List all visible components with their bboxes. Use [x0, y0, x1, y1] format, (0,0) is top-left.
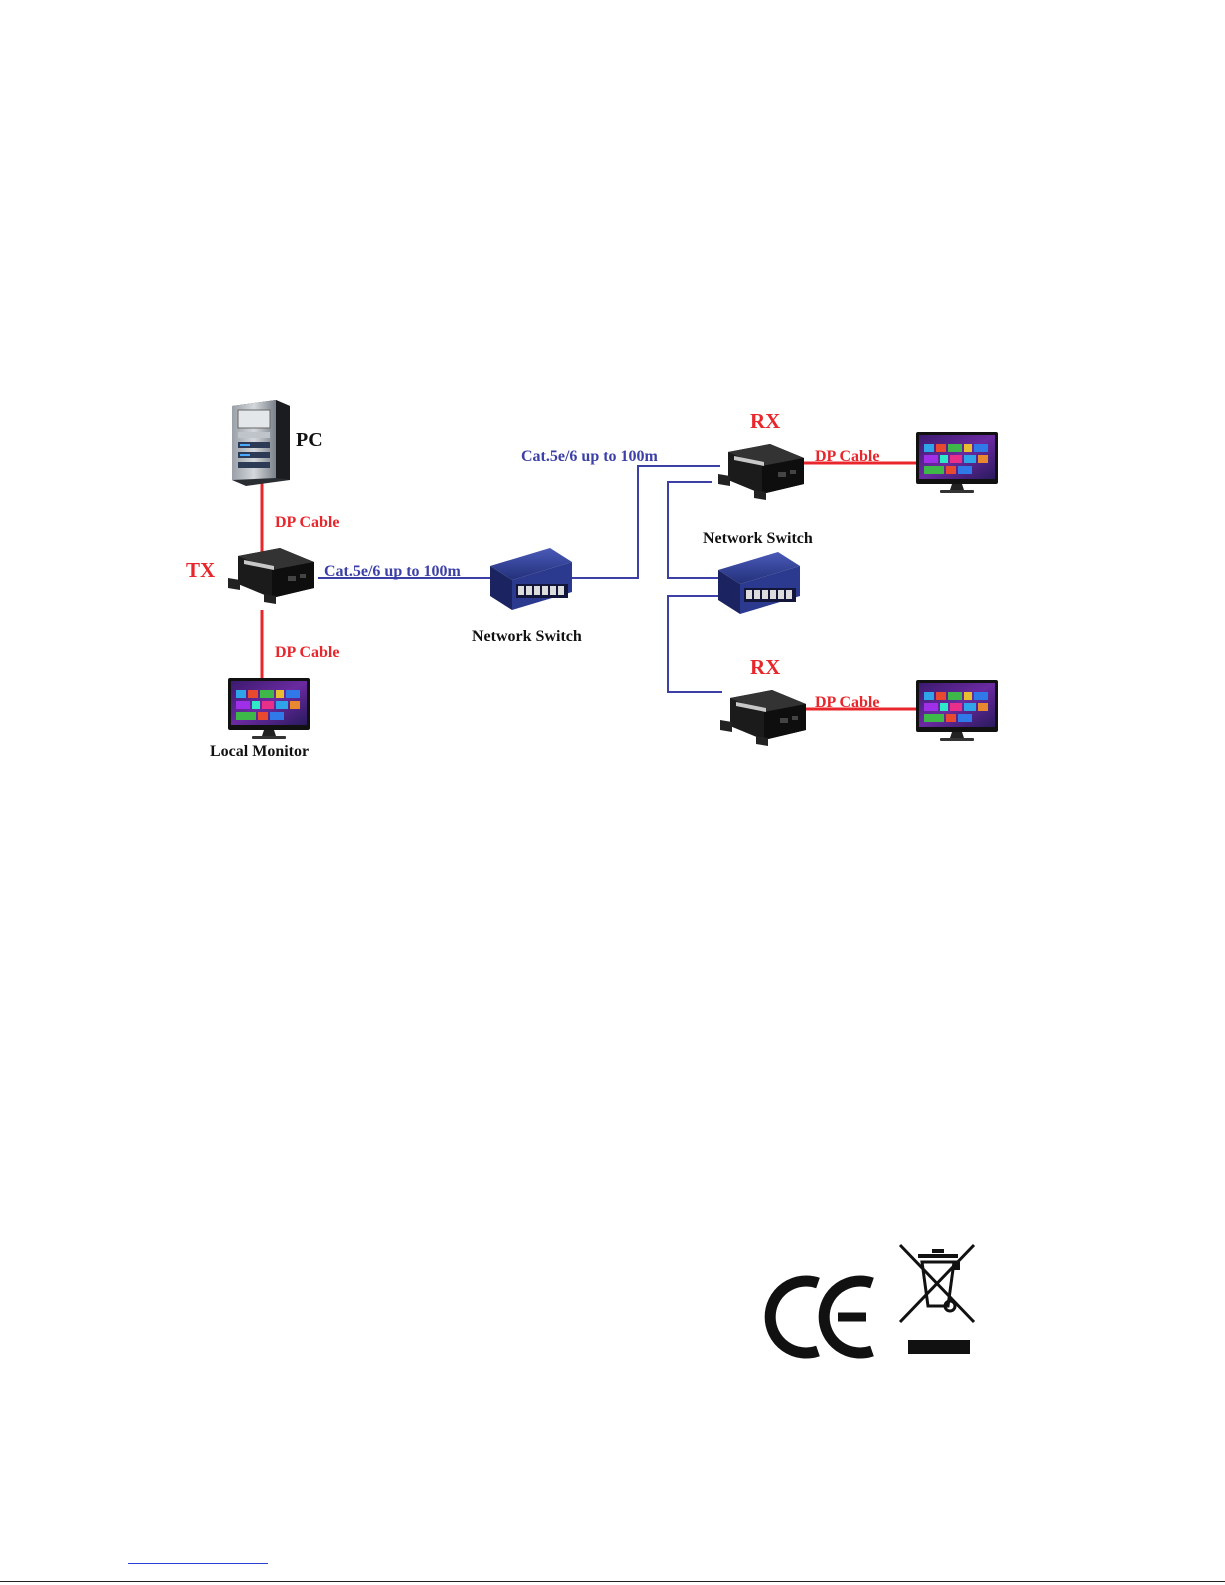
- network-switch-label-1: Network Switch: [472, 628, 582, 645]
- dp-cable-label-rx1: DP Cable: [815, 448, 879, 465]
- monitor-icon: [916, 680, 998, 741]
- monitor-icon: [228, 678, 310, 739]
- ce-mark: [770, 1281, 872, 1353]
- pc-tower-icon: [232, 400, 290, 486]
- monitor-icon: [916, 432, 998, 493]
- rx-label-top: RX: [750, 409, 780, 433]
- dp-cable-label-rx2: DP Cable: [815, 694, 879, 711]
- weee-crossed-bin-icon: [900, 1245, 974, 1354]
- footer-link-underline[interactable]: [128, 1563, 268, 1564]
- network-switch-icon: [490, 548, 572, 610]
- network-switch-label-2: Network Switch: [703, 530, 813, 547]
- tx-extender-icon: [228, 548, 314, 604]
- dp-cable-label-top: DP Cable: [275, 514, 339, 531]
- cat-cable-label-left: Cat.5e/6 up to 100m: [324, 563, 462, 580]
- cat-cable-label-right: Cat.5e/6 up to 100m: [521, 448, 659, 465]
- rx-extender-icon: [720, 690, 806, 746]
- rx-label-bottom: RX: [750, 655, 780, 679]
- pc-label: PC: [296, 429, 323, 451]
- footer-rule: [0, 1581, 1225, 1582]
- network-switch-icon: [718, 552, 800, 614]
- tx-label: TX: [186, 558, 215, 582]
- local-monitor-label: Local Monitor: [210, 743, 309, 760]
- dp-cable-label-bottom: DP Cable: [275, 644, 339, 661]
- rx-extender-icon: [718, 444, 804, 500]
- cat-cable-switch2-rx2: [668, 596, 722, 692]
- cables: [262, 463, 918, 709]
